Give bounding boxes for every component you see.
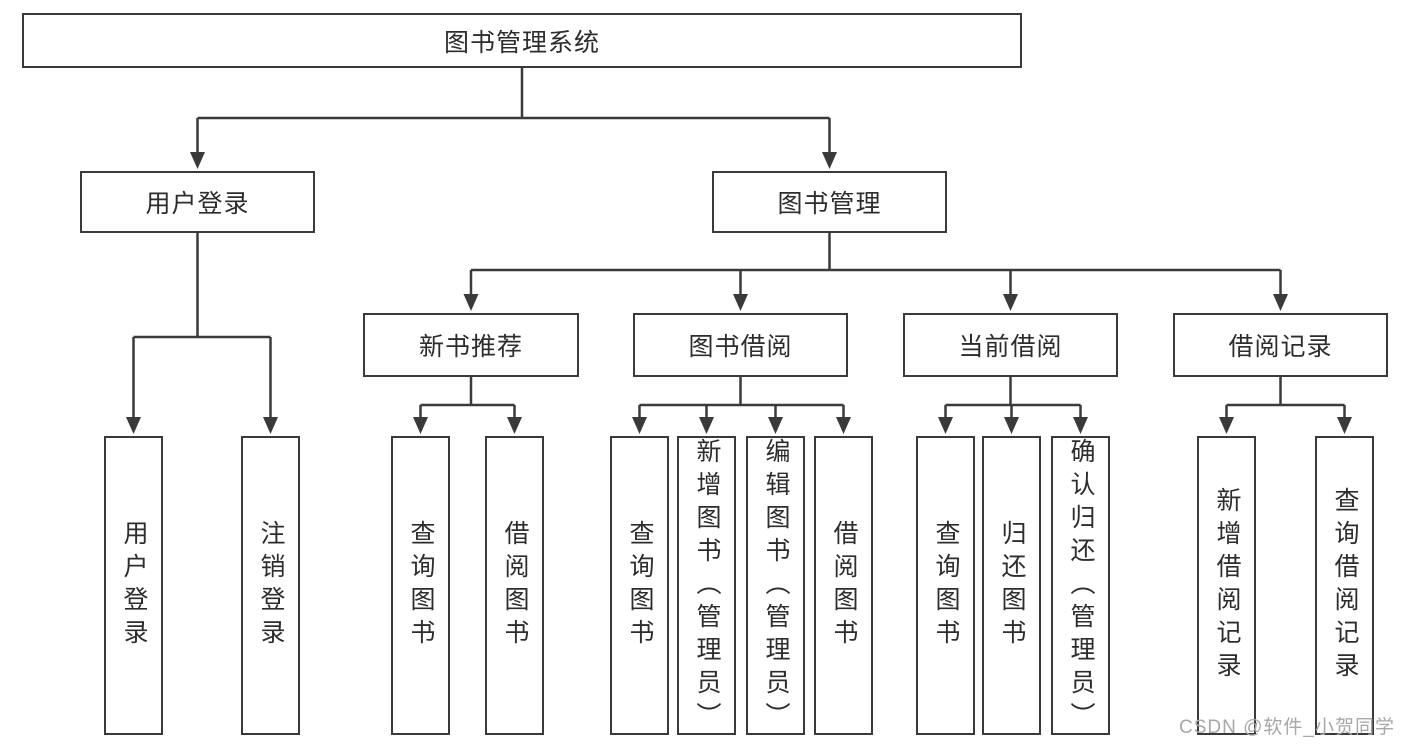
arrowhead-icon [126,417,141,434]
node-user-login: 用户登录 [80,171,315,233]
node-query-borrow-record: 查询借阅记录 [1315,436,1374,735]
node-label: 新增图书（管理员） [693,438,721,735]
connector-level3-to-leaves [419,377,1346,419]
arrowhead-icon [632,417,647,434]
arrowhead-icon [263,417,278,434]
node-user-login-action: 用户登录 [104,436,163,735]
node-label: 编辑图书（管理员） [762,438,790,735]
arrowhead-icon [507,417,522,434]
connector-bookmgmt-to-level3 [469,233,1282,296]
node-borrow-books-recommend: 借阅图书 [485,436,544,735]
arrowhead-icon [463,294,479,311]
arrowhead-icon [733,294,748,311]
arrowheads [126,152,1352,434]
node-query-books-current: 查询图书 [916,436,975,735]
node-borrowing-records: 借阅记录 [1173,313,1388,377]
arrowhead-icon [1337,417,1352,434]
csdn-watermark: CSDN @软件_小贺同学 [1179,717,1395,738]
node-label: 用户登录 [145,190,250,218]
node-query-books-recommend: 查询图书 [391,436,450,735]
node-return-books: 归还图书 [982,436,1041,735]
arrowhead-icon [413,417,428,434]
node-label: 图书管理 [777,190,882,218]
node-current-borrowing: 当前借阅 [903,313,1118,377]
arrowhead-icon [1073,417,1088,434]
arrowhead-icon [836,417,851,434]
node-label: 查询图书 [407,519,435,652]
node-label: 确认归还（管理员） [1067,438,1095,735]
node-label: 查询图书 [626,519,654,652]
node-query-books-borrowing: 查询图书 [610,436,669,735]
node-label: 图书借阅 [688,333,793,361]
arrowhead-icon [938,417,953,434]
node-label: 新增借阅记录 [1213,486,1241,685]
node-label: 借阅记录 [1228,333,1333,361]
arrowhead-icon [768,417,783,434]
node-book-management: 图书管理 [712,171,947,233]
node-label: 查询借阅记录 [1331,486,1359,685]
node-label: 查询图书 [932,519,960,652]
node-label: 注销登录 [257,519,285,652]
node-new-book-recommendation: 新书推荐 [363,313,579,377]
node-label: 借阅图书 [501,519,529,652]
node-borrow-books-borrowing: 借阅图书 [814,436,873,735]
arrowhead-icon [1004,417,1019,434]
node-book-borrowing: 图书借阅 [633,313,848,377]
arrowhead-icon [190,152,205,169]
node-label: 用户登录 [120,519,148,652]
node-confirm-return-admin: 确认归还（管理员） [1051,436,1110,735]
node-logout-action: 注销登录 [241,436,300,735]
connector-userlogin-to-children [132,233,272,419]
node-add-books-admin: 新增图书（管理员） [677,436,736,735]
node-library-management-system: 图书管理系统 [22,13,1022,68]
arrowhead-icon [1219,417,1234,434]
node-edit-books-admin: 编辑图书（管理员） [746,436,805,735]
arrowhead-icon [1273,294,1288,311]
node-add-borrow-record: 新增借阅记录 [1197,436,1256,735]
node-label: 归还图书 [998,519,1026,652]
node-label: 当前借阅 [958,333,1063,361]
arrowhead-icon [699,417,714,434]
node-label: 图书管理系统 [443,28,600,57]
connector-root-to-level2 [196,68,831,153]
node-label: 借阅图书 [830,519,858,652]
node-label: 新书推荐 [418,333,523,361]
arrowhead-icon [1003,294,1018,311]
arrowhead-icon [822,152,837,169]
